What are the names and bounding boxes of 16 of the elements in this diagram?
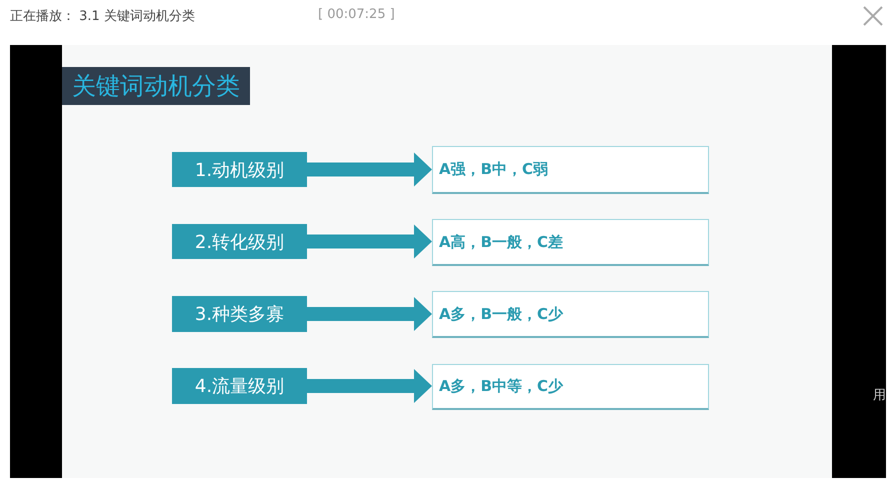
- slide-title: 关键词动机分类: [62, 67, 250, 105]
- arrow: [307, 297, 432, 331]
- now-playing-text: 正在播放： 3.1 关键词动机分类: [10, 8, 195, 25]
- category-box: 2.转化级别: [172, 224, 307, 259]
- rating-box: A多，B中等，C少: [432, 364, 709, 410]
- arrow: [307, 369, 432, 403]
- arrow: [307, 152, 432, 186]
- rating-box: A多，B一般，C少: [432, 291, 709, 338]
- side-text: 用: [873, 387, 886, 404]
- timestamp-text: [ 00:07:25 ]: [318, 7, 395, 22]
- category-box: 3.种类多寡: [172, 296, 307, 332]
- rating-box: A高，B一般，C差: [432, 219, 709, 266]
- arrow: [307, 224, 432, 258]
- category-box: 1.动机级别: [172, 152, 307, 187]
- category-box: 4.流量级别: [172, 368, 307, 404]
- rating-box: A强，B中，C弱: [432, 146, 709, 194]
